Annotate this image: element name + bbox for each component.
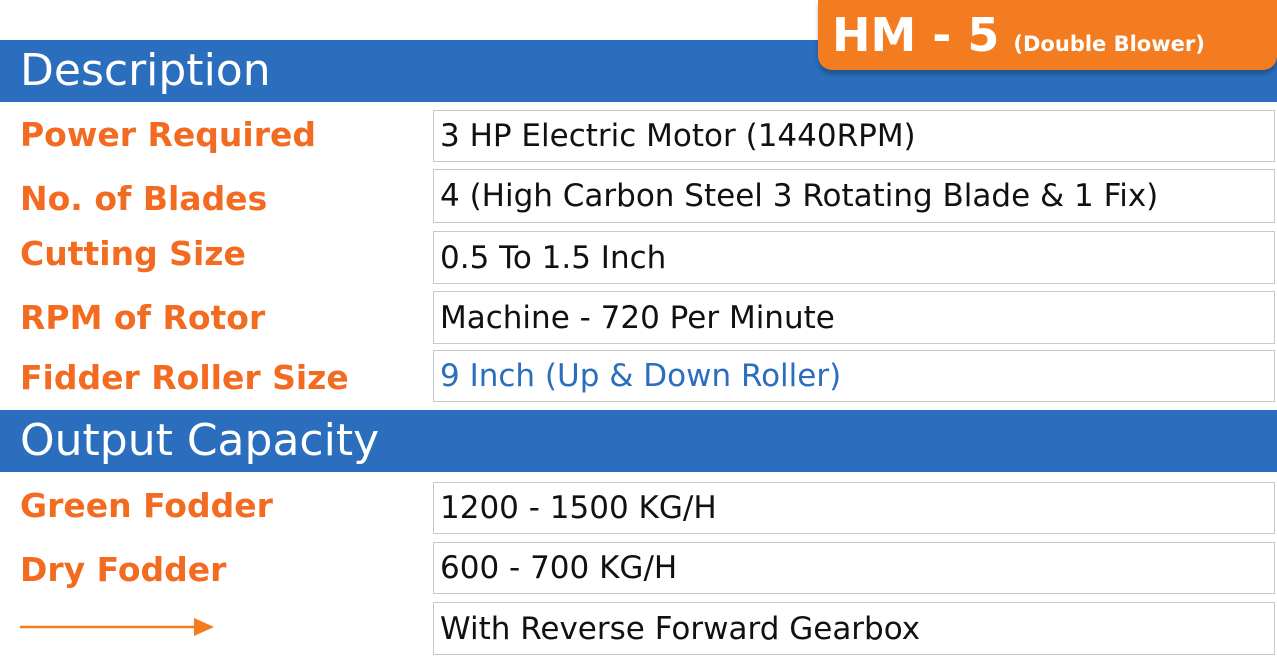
output-capacity-header: Output Capacity <box>0 410 1277 472</box>
spec-value: 4 (High Carbon Steel 3 Rotating Blade & … <box>433 169 1275 223</box>
spec-value: Machine - 720 Per Minute <box>433 291 1275 344</box>
output-value: 1200 - 1500 KG/H <box>433 482 1275 534</box>
model-name: HM - 5 <box>832 8 1000 62</box>
spec-label: Cutting Size <box>20 234 246 273</box>
spec-value: 3 HP Electric Motor (1440RPM) <box>433 110 1275 162</box>
spec-value: 9 Inch (Up & Down Roller) <box>433 350 1275 402</box>
spec-value: 0.5 To 1.5 Inch <box>433 231 1275 284</box>
model-variant: (Double Blower) <box>1013 32 1205 56</box>
output-value: 600 - 700 KG/H <box>433 542 1275 594</box>
arrow-right-icon <box>20 618 214 636</box>
output-capacity-heading: Output Capacity <box>20 415 380 466</box>
spec-label: Power Required <box>20 115 316 154</box>
output-label: Green Fodder <box>20 486 273 525</box>
description-heading: Description <box>20 45 271 96</box>
spec-label: RPM of Rotor <box>20 298 266 337</box>
output-value: With Reverse Forward Gearbox <box>433 602 1275 655</box>
model-badge: HM - 5 (Double Blower) <box>818 0 1277 70</box>
spec-label: No. of Blades <box>20 179 268 218</box>
output-label: Dry Fodder <box>20 550 227 589</box>
spec-label: Fidder Roller Size <box>20 358 349 397</box>
